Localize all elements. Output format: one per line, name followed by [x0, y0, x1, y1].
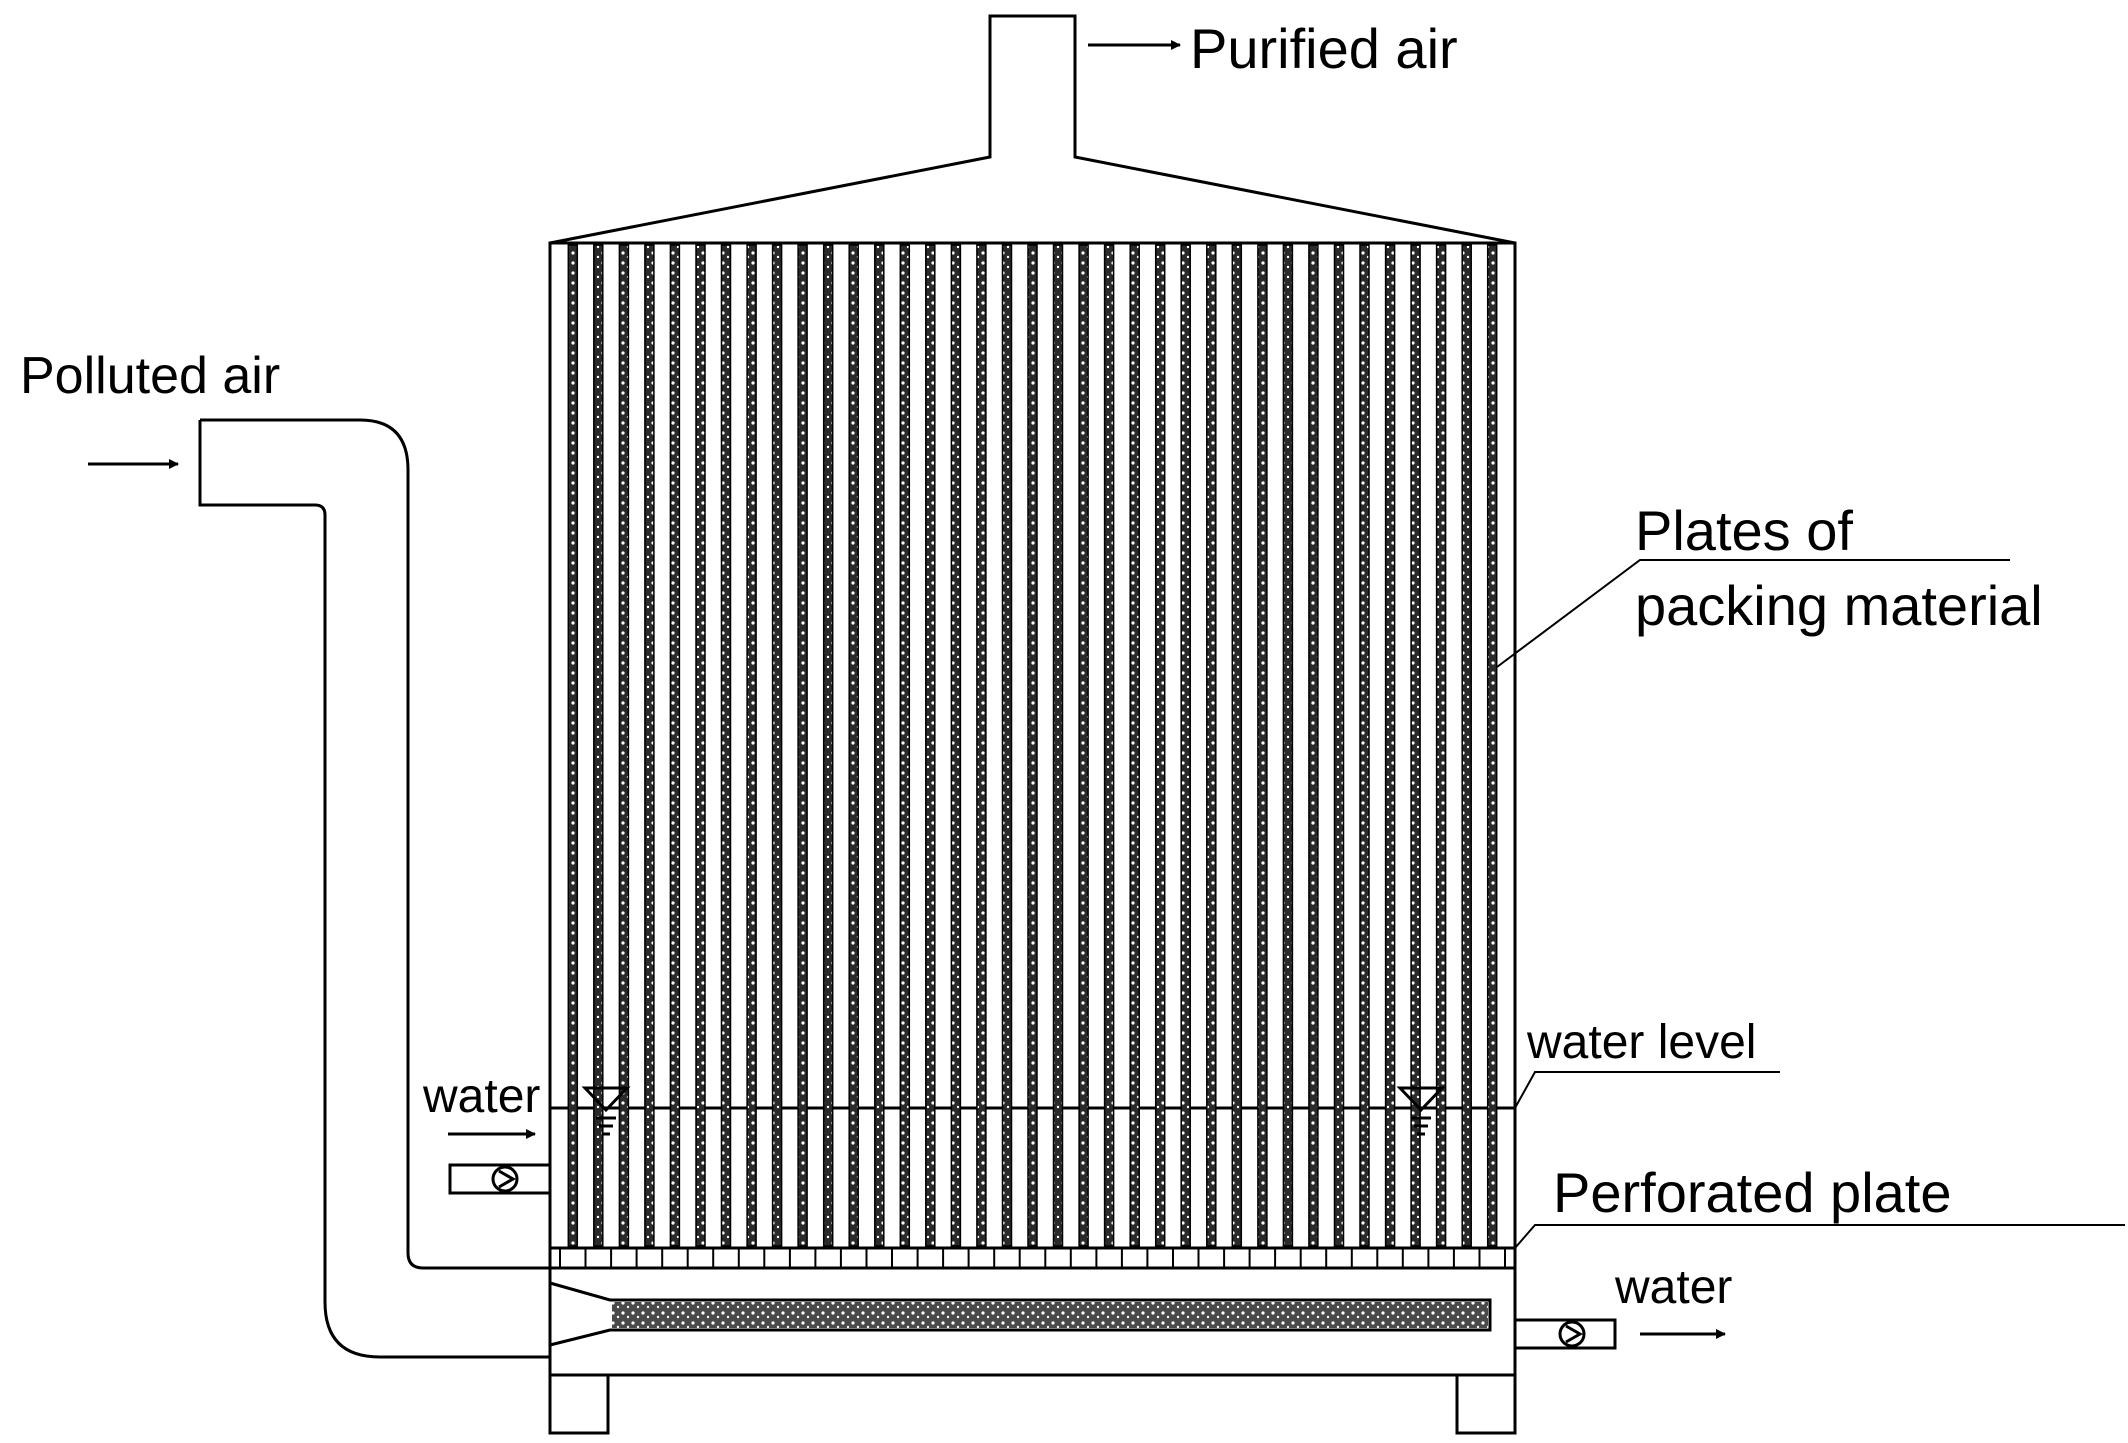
- packing-plate: [593, 244, 604, 1247]
- packing-plate: [874, 244, 885, 1247]
- water-level-symbol-right: [1396, 1086, 1446, 1136]
- packing-plate: [925, 244, 936, 1247]
- packing-plate: [1154, 244, 1166, 1247]
- packing-plate: [1129, 244, 1140, 1247]
- packing-plate: [1486, 244, 1498, 1247]
- packing-plate: [695, 244, 706, 1247]
- packing-plates: [567, 244, 1498, 1247]
- water-inlet-pump-arrow: [498, 1169, 517, 1189]
- packing-plate: [1359, 244, 1370, 1247]
- packing-plate: [746, 244, 757, 1247]
- packing-plate: [567, 244, 579, 1247]
- packing-plate: [1257, 244, 1268, 1247]
- packing-plate: [1333, 244, 1345, 1247]
- plates-label-line2: packing material: [1635, 574, 2043, 637]
- plates-leader-line: [1496, 559, 2010, 668]
- perforated-plate-label: Perforated plate: [1553, 1161, 1951, 1224]
- plates-label-line1: Plates of: [1635, 499, 1853, 562]
- water-outlet-pump-icon: [1558, 1320, 1586, 1348]
- packing-plate: [1052, 244, 1064, 1247]
- water-outlet-pump-arrow: [1565, 1324, 1584, 1344]
- water-inlet-pipe: [448, 1163, 552, 1195]
- water-outlet-label: water: [1614, 1261, 1732, 1314]
- packing-plate: [1103, 244, 1115, 1247]
- water-outlet-pipe: [1513, 1318, 1617, 1350]
- diffuser-granules: [612, 1302, 1488, 1328]
- packing-plate: [1384, 244, 1396, 1247]
- packing-plate: [1461, 244, 1472, 1247]
- purified-air-label: Purified air: [1190, 17, 1458, 80]
- packing-plate: [644, 244, 655, 1247]
- water-level-leader-line: [1514, 1071, 1780, 1109]
- leg-left: [548, 1373, 610, 1435]
- packing-plate: [976, 244, 987, 1247]
- packing-plate: [669, 244, 681, 1247]
- perforated-plate-leader-line: [1514, 1224, 2125, 1249]
- packing-plate: [822, 244, 834, 1247]
- packing-plate: [720, 244, 732, 1247]
- packing-plate: [618, 244, 630, 1247]
- packing-plate: [1410, 244, 1421, 1247]
- packing-plate: [1078, 244, 1089, 1247]
- packing-plate: [950, 244, 962, 1247]
- packing-plate: [797, 244, 808, 1247]
- air-diffuser: [549, 1281, 1492, 1347]
- water-level-label: water level: [1526, 1016, 1756, 1069]
- packing-plate: [1308, 244, 1319, 1247]
- packing-plate: [848, 244, 859, 1247]
- packing-plate: [1180, 244, 1191, 1247]
- packing-plate: [1001, 244, 1013, 1247]
- packing-plate: [1282, 244, 1294, 1247]
- packing-plate: [899, 244, 911, 1247]
- water-level-symbol-left: [581, 1086, 631, 1136]
- water-inlet-pump-icon: [491, 1165, 519, 1193]
- inlet-duct: [198, 418, 550, 1359]
- packing-plate: [1435, 244, 1447, 1247]
- packing-plate: [1231, 244, 1243, 1247]
- polluted-air-label: Polluted air: [20, 347, 280, 405]
- perforated-plate: [559, 1248, 1506, 1268]
- packing-plate: [1206, 244, 1217, 1247]
- water-inlet-label: water: [422, 1070, 540, 1123]
- leg-right: [1455, 1373, 1517, 1435]
- packing-plate: [1027, 244, 1038, 1247]
- packing-plate: [771, 244, 783, 1247]
